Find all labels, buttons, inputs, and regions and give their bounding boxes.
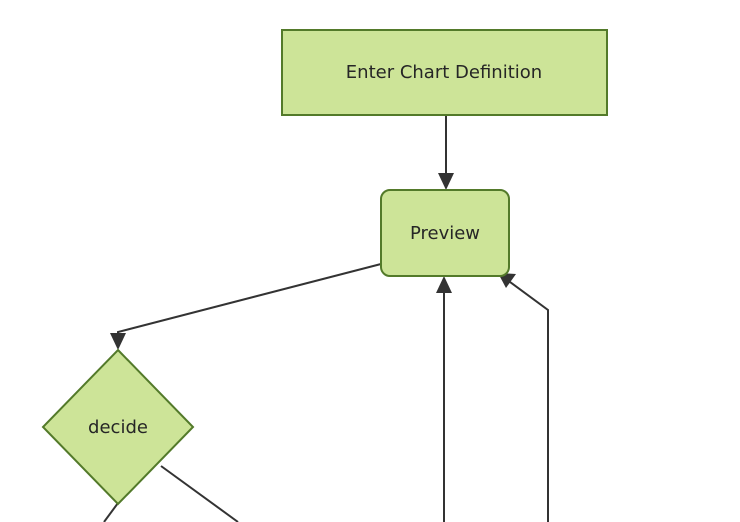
edges-layer <box>103 115 549 522</box>
edge-bottom-center-to-preview <box>436 276 452 522</box>
node-preview-shape[interactable] <box>380 189 510 277</box>
edge-decide-bottom-right <box>160 465 239 522</box>
edge-preview-to-decide-arrowhead <box>110 333 126 350</box>
edge-preview-to-decide <box>110 263 382 350</box>
edge-decide-bottom-right-line <box>160 465 239 522</box>
edge-enter-to-preview-arrowhead <box>438 173 454 190</box>
node-enter-chart-definition[interactable]: Enter Chart Definition <box>281 29 608 116</box>
edge-bottom-right-to-preview-line <box>505 278 549 522</box>
edge-enter-to-preview <box>438 115 454 190</box>
node-enter-chart-definition-label: Enter Chart Definition <box>346 62 542 83</box>
edge-preview-to-decide-line <box>117 263 382 340</box>
node-decide[interactable]: decide <box>41 348 195 506</box>
node-decide-shape[interactable] <box>41 348 195 506</box>
edge-decide-bottom-left <box>103 502 119 522</box>
node-decide-label: decide <box>88 417 148 438</box>
node-preview[interactable]: Preview <box>380 189 510 277</box>
node-enter-chart-definition-shape[interactable] <box>281 29 608 116</box>
edge-bottom-center-to-preview-arrowhead <box>436 276 452 293</box>
nodes-layer: Enter Chart Definition Preview decide <box>41 29 608 506</box>
edge-bottom-right-to-preview-arrowhead <box>498 273 516 288</box>
edge-bottom-right-to-preview <box>498 273 549 522</box>
edge-decide-bottom-left-line <box>103 502 119 522</box>
node-preview-label: Preview <box>410 223 480 244</box>
